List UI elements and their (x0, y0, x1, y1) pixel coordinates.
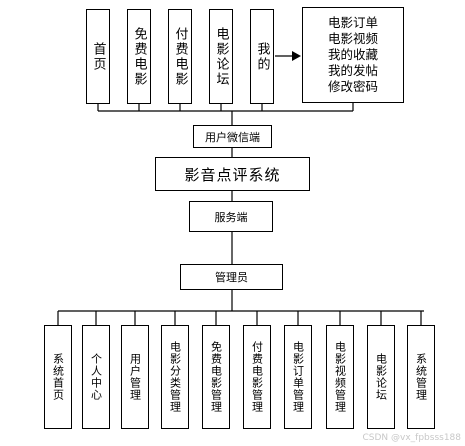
admin-node: 管理员 (180, 264, 283, 290)
admin-node-system-management: 系统管理 (407, 325, 435, 429)
top-node-label: 电影论坛 (213, 26, 229, 87)
admin-node-user-management: 用户管理 (121, 325, 149, 429)
admin-node-system-home: 系统首页 (44, 325, 72, 429)
admin-node-free-movie-management: 免费电影管理 (202, 325, 230, 429)
top-node-paid-movies: 付费电影 (168, 9, 192, 104)
admin-node-label: 免费电影管理 (209, 341, 223, 413)
server-label: 服务端 (214, 210, 248, 224)
admin-node-label: 系统管理 (414, 353, 428, 401)
top-node-label: 首页 (90, 41, 106, 72)
top-node-home: 首页 (86, 9, 110, 104)
user-wechat-client-node: 用户微信端 (193, 125, 272, 148)
top-node-movie-forum: 电影论坛 (209, 9, 233, 104)
top-node-label: 免费电影 (131, 26, 147, 87)
submenu-item-favorites: 我的收藏 (327, 47, 378, 62)
user-wechat-client-label: 用户微信端 (205, 130, 260, 144)
server-node: 服务端 (189, 201, 273, 232)
admin-node-label: 电影视频管理 (333, 341, 347, 413)
admin-node-label: 个人中心 (89, 353, 103, 401)
top-node-free-movies: 免费电影 (127, 9, 151, 104)
admin-node-label: 电影分类管理 (168, 341, 182, 413)
admin-node-paid-movie-management: 付费电影管理 (243, 325, 271, 429)
system-node: 影音点评系统 (155, 157, 310, 191)
submenu-item-my-posts: 我的发帖 (327, 63, 378, 78)
admin-node-personal-center: 个人中心 (82, 325, 110, 429)
top-node-label: 付费电影 (172, 26, 188, 87)
arrow-head-icon (292, 51, 301, 61)
admin-node-video-management: 电影视频管理 (326, 325, 354, 429)
submenu-item-change-password: 修改密码 (327, 79, 378, 94)
mine-submenu-box: 电影订单 电影视频 我的收藏 我的发帖 修改密码 (302, 7, 404, 103)
top-node-mine: 我的 (250, 9, 274, 104)
admin-node-movie-forum: 电影论坛 (367, 325, 395, 429)
admin-node-label: 电影订单管理 (291, 341, 305, 413)
watermark: CSDN @vx_fpbsss188 (362, 433, 461, 443)
admin-node-label: 付费电影管理 (250, 341, 264, 413)
system-name-label: 影音点评系统 (184, 165, 281, 184)
admin-node-label: 用户管理 (128, 353, 142, 401)
submenu-item-orders: 电影订单 (327, 15, 378, 30)
admin-node-label: 系统首页 (51, 353, 65, 401)
admin-label: 管理员 (215, 271, 248, 284)
admin-node-category-management: 电影分类管理 (161, 325, 189, 429)
top-node-label: 我的 (254, 41, 270, 72)
admin-node-label: 电影论坛 (374, 353, 388, 401)
admin-node-order-management: 电影订单管理 (284, 325, 312, 429)
submenu-item-videos: 电影视频 (327, 31, 378, 46)
